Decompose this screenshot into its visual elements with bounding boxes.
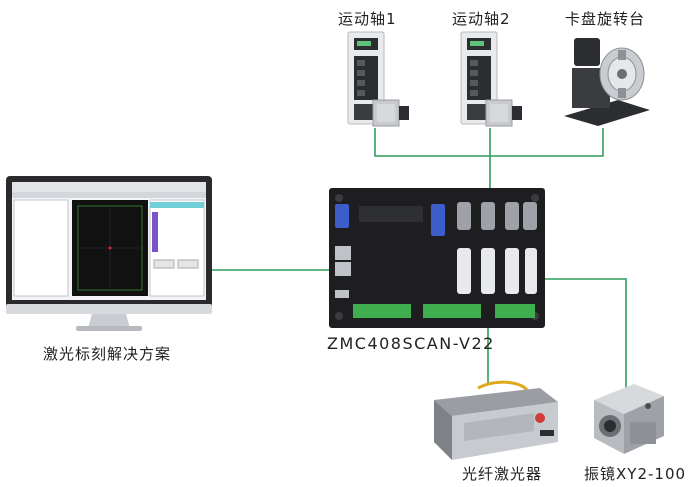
controller-model-label: ZMC408SCAN-V22 [327, 334, 495, 353]
galvo-scanner-icon [594, 384, 664, 454]
servo-motor-icon [485, 99, 522, 127]
wire-rotary [490, 128, 604, 157]
rotary-chuck-icon [564, 38, 650, 126]
wire-axis1 [374, 128, 490, 157]
galvo-label: 振镜XY2-100 [584, 465, 687, 483]
software-label: 激光标刻解决方案 [43, 345, 172, 363]
motion-controller-icon [329, 188, 545, 328]
axis2-label: 运动轴2 [452, 10, 511, 28]
servo-drive-icon [347, 31, 385, 125]
rotary-label: 卡盘旋转台 [565, 10, 646, 28]
fiber-laser-icon [434, 380, 558, 460]
fiber-laser-label: 光纤激光器 [462, 465, 543, 483]
axis1-label: 运动轴1 [338, 10, 397, 28]
wire-galvo [535, 278, 627, 390]
servo-motor-icon [372, 99, 409, 127]
monitor-icon [6, 176, 212, 331]
